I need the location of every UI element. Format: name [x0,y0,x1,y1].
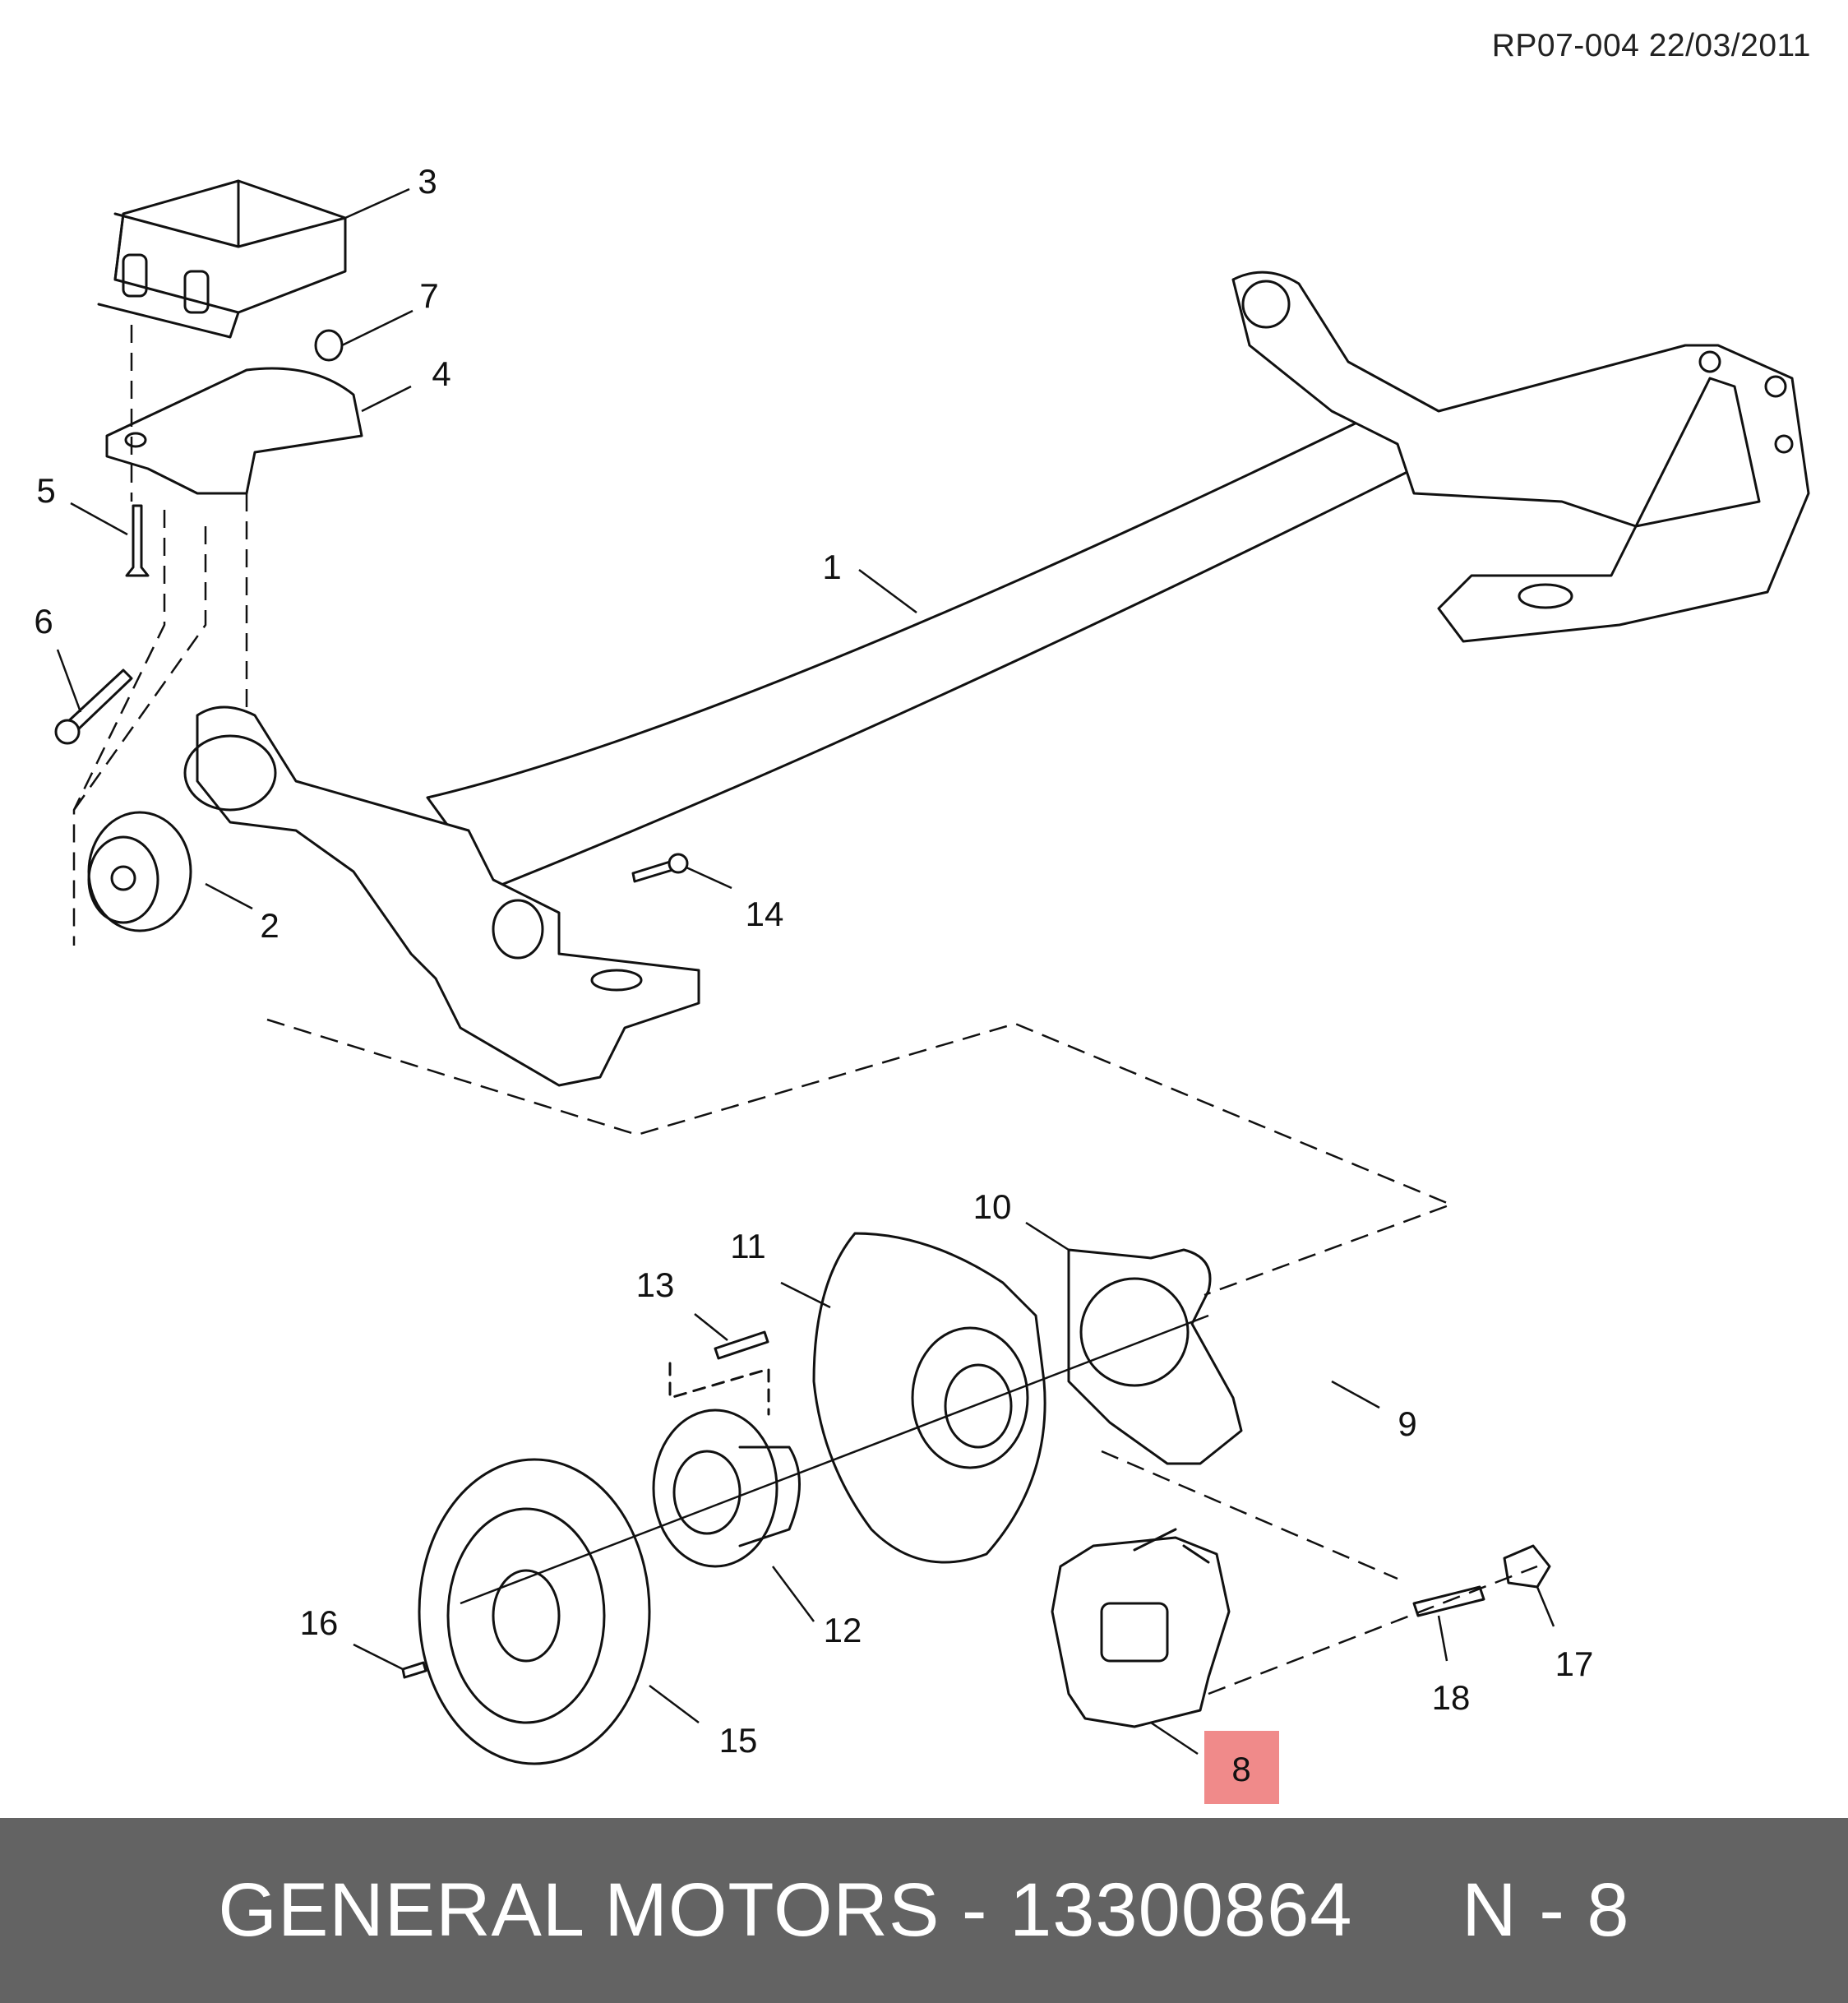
left-trailing-arm [196,705,700,1087]
callout-3: 3 [418,162,437,201]
control-module [113,179,347,314]
callout-7: 7 [419,276,439,315]
callout-17: 17 [1555,1644,1594,1683]
brake-shield [812,1232,1046,1564]
brake-caliper [1051,1536,1231,1728]
drawing-reference: RP07-004 22/03/2011 [1491,28,1811,63]
callout-18: 18 [1431,1678,1471,1717]
knuckle-plate [1067,1248,1243,1465]
callout-15: 15 [718,1721,758,1760]
highlight-box [1204,1731,1279,1804]
callout-10: 10 [973,1187,1012,1226]
bushing [87,811,192,932]
axle-tube [426,401,1432,890]
callout-8: 8 [1231,1750,1251,1788]
callout-16: 16 [299,1603,339,1642]
callout-14: 14 [745,895,784,933]
callout-1: 1 [822,548,842,586]
brake-rotor [418,1458,651,1765]
callout-6: 6 [34,602,53,641]
exploded-parts-diagram [54,179,1810,1765]
bolt-14 [631,860,674,883]
callout-5: 5 [36,471,56,510]
right-trailing-arm [1231,271,1810,643]
callout-11: 11 [730,1227,766,1265]
washer [314,329,344,362]
wheel-stud [714,1330,769,1360]
callout-9: 9 [1398,1404,1417,1443]
bolt-5 [125,504,150,577]
rotor-screw [401,1661,427,1679]
callout-2: 2 [260,906,280,945]
callout-13: 13 [635,1265,675,1304]
module-bracket [105,367,363,495]
callout-4: 4 [432,354,451,393]
wheel-hub [652,1409,778,1568]
callout-12: 12 [823,1611,862,1649]
footer-bar: GENERAL MOTORS - 13300864 N - 8 [0,1818,1848,2003]
part-number-caption: GENERAL MOTORS - 13300864 N - 8 [218,1868,1630,1952]
bleeder-valve [1503,1544,1551,1589]
